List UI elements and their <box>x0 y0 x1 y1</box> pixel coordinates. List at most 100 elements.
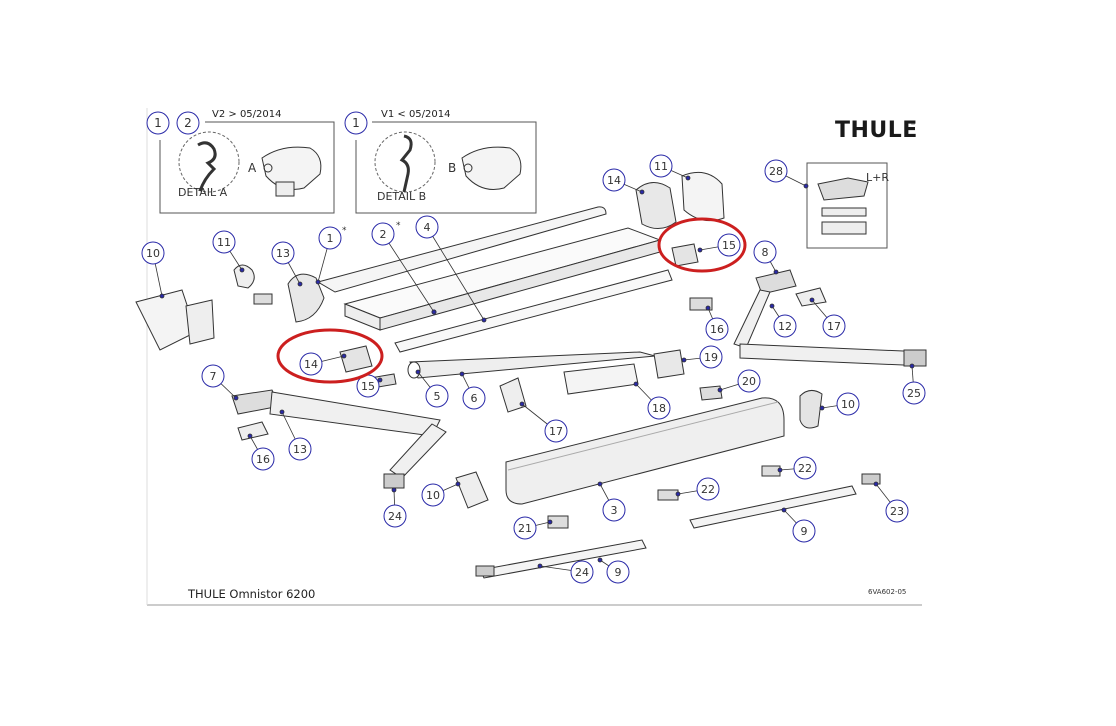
callout-circle-5 <box>425 384 449 408</box>
leader-tip-9 <box>597 557 603 563</box>
callout-circle-10 <box>421 483 445 507</box>
callout-circle-1 <box>318 226 342 250</box>
callout-label-7: 7 <box>210 370 217 383</box>
callout-label-25: 25 <box>907 387 921 400</box>
detail-a-callout-1 <box>146 111 170 135</box>
leader-tip-13 <box>297 281 303 287</box>
leader-tip-25 <box>909 363 915 369</box>
callout-circle-20 <box>737 369 761 393</box>
callout-label-17: 17 <box>549 425 563 438</box>
leader-tip-20 <box>717 387 723 393</box>
leader-tip-18 <box>633 381 639 387</box>
leader-tip-15 <box>697 247 703 253</box>
callout-circle-18 <box>647 396 671 420</box>
part-28-note: L+R <box>866 171 889 184</box>
brand-name: THULE <box>835 118 918 143</box>
leader-tip-28 <box>803 183 809 189</box>
callout-label-11: 11 <box>654 160 668 173</box>
callout-label-15: 15 <box>722 239 736 252</box>
sheet-title: THULE Omnistor 6200 <box>188 587 316 601</box>
callout-circle-16 <box>705 317 729 341</box>
callout-label-16: 16 <box>710 323 724 336</box>
callout-label-5: 5 <box>434 390 441 403</box>
leader-tip-19 <box>681 357 687 363</box>
leader-tip-24 <box>537 563 543 569</box>
callout-label-4: 4 <box>424 221 431 234</box>
leader-tip-9 <box>781 507 787 513</box>
callout-label-18: 18 <box>652 402 666 415</box>
leader-tip-11 <box>685 175 691 181</box>
callout-label-14: 14 <box>607 174 621 187</box>
callout-label-24: 24 <box>388 510 402 523</box>
callout-circle-19 <box>699 345 723 369</box>
callout-circle-15 <box>717 233 741 257</box>
leader-tip-8 <box>773 269 779 275</box>
detail-b-version: V1 < 05/2014 <box>381 109 451 120</box>
leader-tip-16 <box>705 305 711 311</box>
callout-label-1: 1 <box>327 232 334 245</box>
callout-circle-10 <box>836 392 860 416</box>
callout-circle-3 <box>602 498 626 522</box>
brand-registered-mark: ® <box>910 120 916 127</box>
callout-label-12: 12 <box>778 320 792 333</box>
front-bar <box>505 397 785 505</box>
leader-tip-4 <box>481 317 487 323</box>
callout-circle-24 <box>570 560 594 584</box>
leader-tip-3 <box>597 481 603 487</box>
callout-circle-16 <box>251 447 275 471</box>
detail-a-panel: DETAIL A A <box>159 121 335 214</box>
callout-circle-7 <box>201 364 225 388</box>
callout-label-23: 23 <box>890 505 904 518</box>
leader-tip-21 <box>547 519 553 525</box>
detail-b-letter: B <box>448 161 456 175</box>
leader-line-4 <box>426 226 485 321</box>
detail-a-callout-label-2: 2 <box>184 116 192 130</box>
callout-circle-9 <box>792 519 816 543</box>
callout-label-10: 10 <box>426 489 440 502</box>
detail-a-callout-2 <box>176 111 200 135</box>
callout-label-28: 28 <box>769 165 783 178</box>
leader-tip-10 <box>455 481 461 487</box>
callout-label-10: 10 <box>146 247 160 260</box>
callout-circle-25 <box>902 381 926 405</box>
left-arm <box>231 389 447 489</box>
callout-label-14: 14 <box>304 358 318 371</box>
callout-circle-21 <box>513 516 537 540</box>
callout-label-8: 8 <box>762 246 769 259</box>
callout-circle-13 <box>271 241 295 265</box>
leader-tip-17 <box>519 401 525 407</box>
leader-tip-22 <box>777 467 783 473</box>
leader-tip-15 <box>377 377 383 383</box>
callout-circle-6 <box>462 386 486 410</box>
leader-tip-7 <box>233 395 239 401</box>
detail-b-callout-label-1: 1 <box>352 116 360 130</box>
callout-circle-14 <box>602 168 626 192</box>
detail-b-callout-1 <box>344 111 368 135</box>
leader-tip-1 <box>315 279 321 285</box>
callout-circle-14 <box>299 352 323 376</box>
callout-label-13: 13 <box>276 247 290 260</box>
callout-label-22: 22 <box>798 462 812 475</box>
callout-label-24: 24 <box>575 566 589 579</box>
leader-tip-11 <box>239 267 245 273</box>
callout-circle-11 <box>649 154 673 178</box>
callout-label-9: 9 <box>615 566 622 579</box>
callout-label-17: 17 <box>827 320 841 333</box>
leader-tip-16 <box>247 433 253 439</box>
callout-circle-13 <box>288 437 312 461</box>
leader-tip-10 <box>819 405 825 411</box>
callout-circle-24 <box>383 504 407 528</box>
callout-label-13: 13 <box>293 443 307 456</box>
callout-circle-11 <box>212 230 236 254</box>
highlight-part-15-left <box>276 328 384 384</box>
callout-circle-17 <box>822 314 846 338</box>
leader-tip-17 <box>809 297 815 303</box>
leader-tip-5 <box>415 369 421 375</box>
callout-label-21: 21 <box>518 522 532 535</box>
leader-line-2 <box>382 233 435 313</box>
callout-label-6: 6 <box>471 392 478 405</box>
leader-tip-22 <box>675 491 681 497</box>
callout-circle-22 <box>793 456 817 480</box>
callout-circle-9 <box>606 560 630 584</box>
